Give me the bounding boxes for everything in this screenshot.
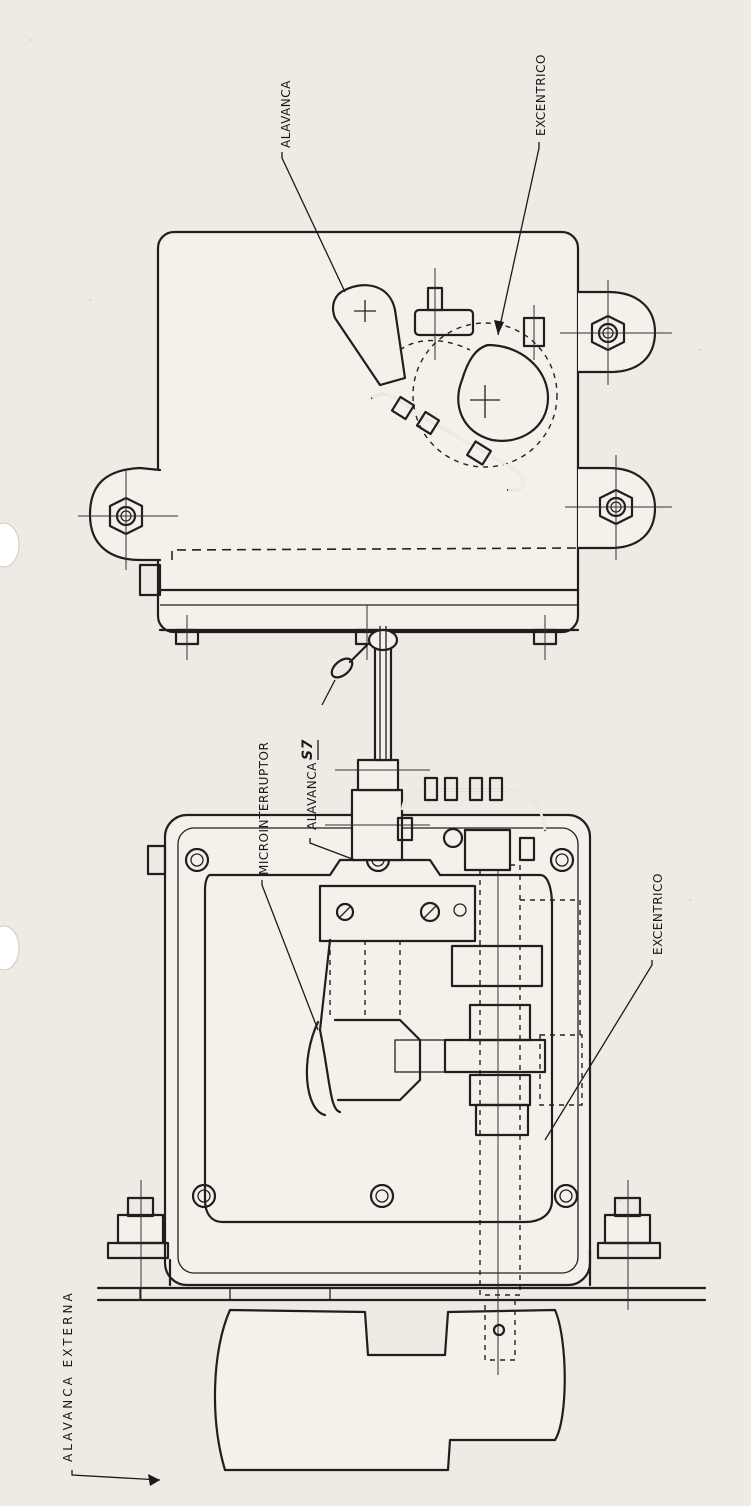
top-bottom-bolts	[138, 563, 558, 660]
top-eccentric	[399, 322, 558, 468]
label-excentrico-side: EXCENTRICO	[651, 873, 665, 955]
mounting-studs	[106, 1180, 662, 1310]
panel-plate	[96, 1286, 707, 1302]
label-alavanca-externa: ALAVANCA EXTERNA	[61, 1290, 75, 1462]
label-ref-code: S7	[300, 739, 316, 760]
external-lever	[213, 1290, 566, 1472]
label-alavanca-externa-group: ALAVANCA EXTERNA	[61, 1290, 161, 1486]
label-alavanca-side: ALAVANCA	[305, 762, 319, 830]
label-alavanca-top: ALAVANCA	[279, 80, 293, 148]
side-wire	[396, 776, 547, 872]
top-assembly	[78, 230, 672, 679]
label-excentrico-top-group: EXCENTRICO	[494, 54, 548, 336]
binder-holes	[0, 522, 20, 971]
bottom-assembly	[96, 626, 707, 1472]
microswitch-body	[305, 884, 547, 1117]
label-alavanca-top-group: ALAVANCA	[279, 80, 346, 293]
top-wire	[370, 393, 525, 493]
top-left-ear	[88, 466, 162, 562]
label-microinterruptor: MICROINTERRUPTOR	[257, 742, 271, 875]
label-ref-code-group: S7	[300, 679, 336, 760]
shaft-stack	[450, 830, 583, 1370]
label-excentrico-side-group: EXCENTRICO	[544, 873, 665, 1141]
top-lever	[331, 284, 407, 387]
paper-texture	[29, 39, 701, 1201]
side-lever	[325, 626, 430, 862]
label-excentrico-top: EXCENTRICO	[534, 54, 548, 136]
label-alavanca-side-group: ALAVANCA	[305, 762, 356, 861]
housing-screws	[146, 844, 579, 1209]
top-cable-tag	[330, 643, 369, 679]
label-microinterruptor-group: MICROINTERRUPTOR	[257, 742, 319, 1031]
